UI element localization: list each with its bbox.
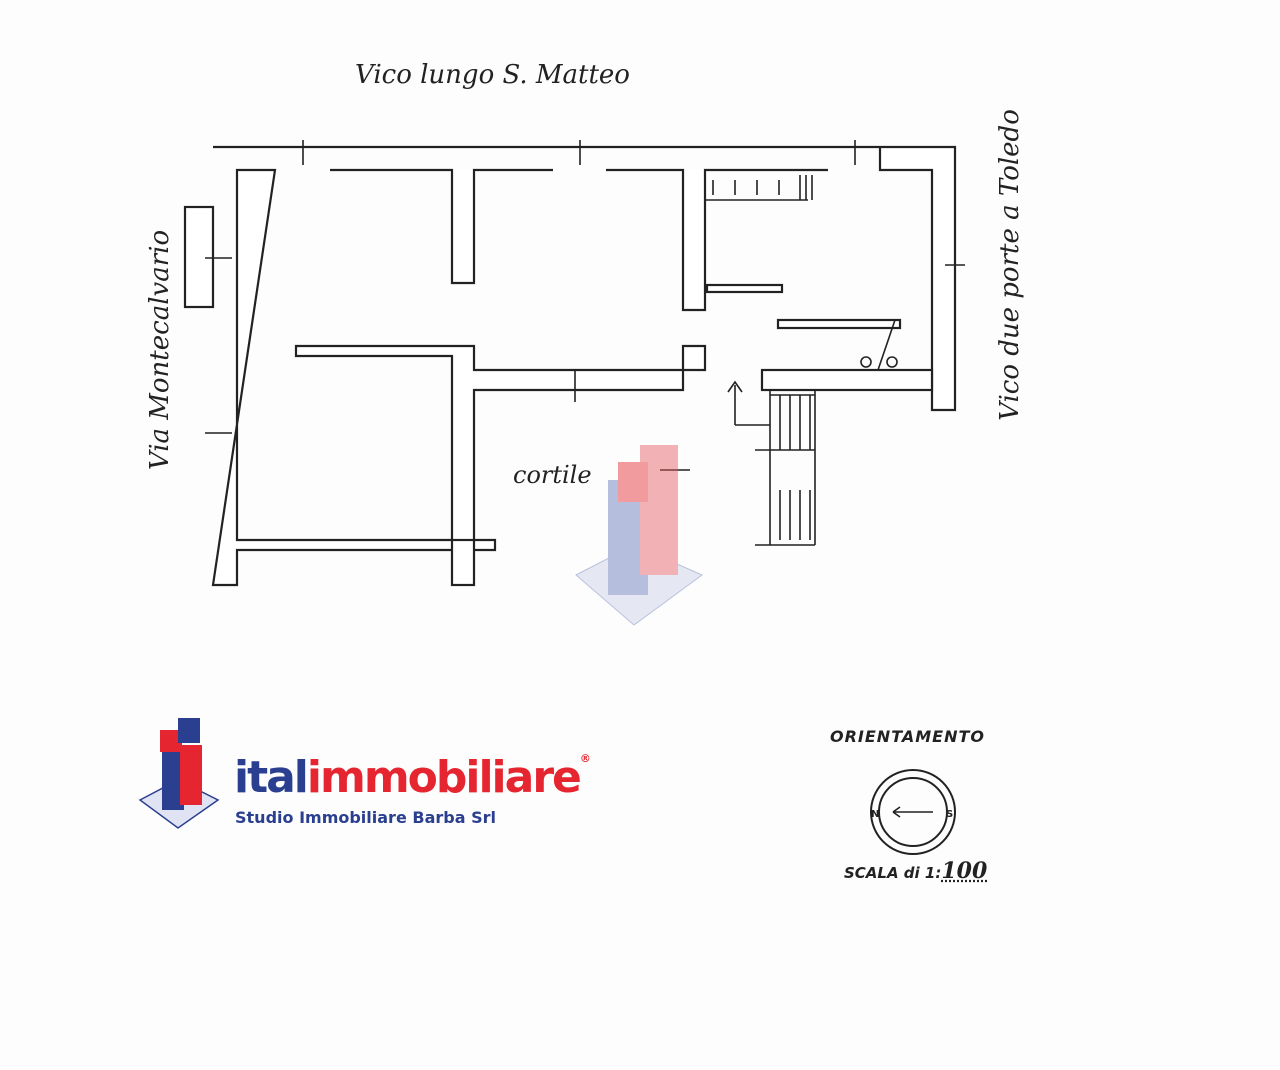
orientation-title: ORIENTAMENTO xyxy=(830,727,986,746)
partition-wall xyxy=(776,318,902,330)
logo-subtitle: Studio Immobiliare Barba Srl xyxy=(235,808,496,827)
stair-steps xyxy=(705,175,813,201)
fixture-circle xyxy=(860,356,872,368)
logo-icon xyxy=(138,718,220,829)
street-label-left: Via Montecalvario xyxy=(145,229,175,471)
fixture-line xyxy=(877,319,896,371)
scale-label: SCALA di 1:100 xyxy=(844,858,987,884)
window-marks xyxy=(205,140,965,471)
fixture-circle xyxy=(886,356,898,368)
wall-stub xyxy=(450,538,476,587)
balcony-wall xyxy=(183,205,215,309)
staircase xyxy=(755,390,816,546)
walls xyxy=(183,140,965,587)
street-label-right: Vico due porte a Toledo xyxy=(995,109,1025,421)
courtyard-label: cortile xyxy=(513,461,592,489)
compass-n: N xyxy=(871,809,879,820)
partition-wall xyxy=(705,283,784,294)
compass-arrow-icon xyxy=(892,806,933,818)
street-label-top: Vico lungo S. Matteo xyxy=(355,60,630,90)
landing-wall xyxy=(760,368,934,392)
registered-mark: ® xyxy=(579,752,591,765)
scale-prefix: SCALA di 1: xyxy=(844,864,942,882)
compass-s: S xyxy=(946,809,953,820)
logo-part1: ital xyxy=(234,752,309,803)
watermark-logo xyxy=(575,445,703,626)
stair-arrow xyxy=(727,380,770,426)
logo-wordmark: italimmobiliare® xyxy=(234,752,591,803)
compass: N S xyxy=(870,769,956,855)
logo-part2: immobiliare xyxy=(306,752,582,803)
scale-value: 100 xyxy=(941,858,988,884)
